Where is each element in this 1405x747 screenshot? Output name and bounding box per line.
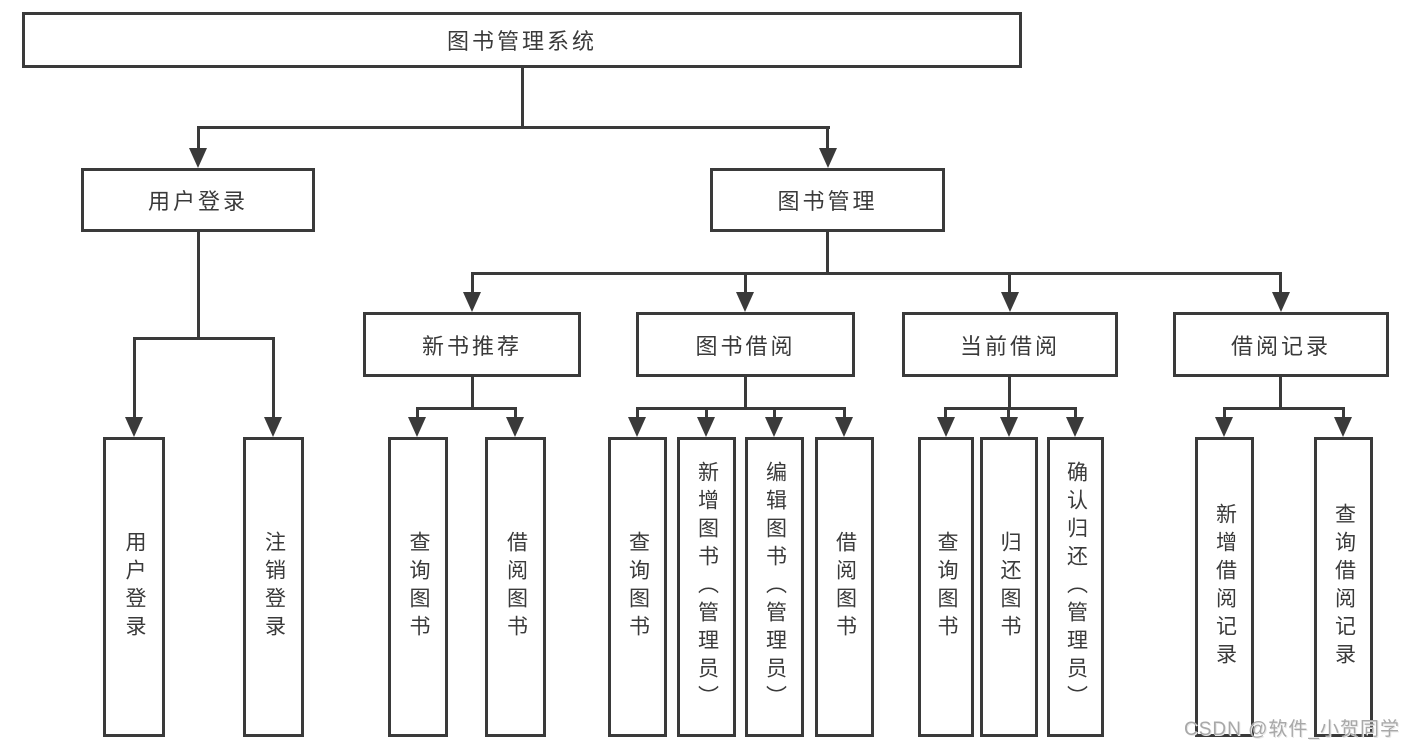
connector-book-mgmt-split <box>471 272 1282 275</box>
connector-stub <box>1342 407 1345 421</box>
arrowhead-leaf <box>506 417 524 437</box>
arrowhead-leaf <box>1215 417 1233 437</box>
connector-to-borrow-records <box>1279 272 1282 296</box>
connector-stub <box>843 407 846 421</box>
node-current-borrowing: 当前借阅 <box>902 312 1118 377</box>
arrowhead-leaf <box>1066 417 1084 437</box>
node-book-borrowing: 图书借阅 <box>636 312 855 377</box>
node-label: 借阅记录 <box>1230 333 1331 359</box>
node-label: 图书借阅 <box>695 333 796 359</box>
leaf-label: 查询借阅记录 <box>1332 503 1356 671</box>
leaf-borrow-books-1: 借阅图书 <box>485 437 546 737</box>
connector-to-current-borrow <box>1008 272 1011 296</box>
arrowhead-user-login <box>189 148 207 168</box>
node-label: 图书管理 <box>777 189 878 214</box>
leaf-label: 注销登录 <box>262 531 286 643</box>
node-user-login: 用户登录 <box>81 168 315 232</box>
arrowhead-borrow-records <box>1272 292 1290 312</box>
connector-borrow-records-split <box>1223 407 1345 410</box>
leaf-label: 新增图书（管理员） <box>695 461 719 713</box>
leaf-label: 查询图书 <box>935 531 958 643</box>
connector-user-login-split <box>133 337 275 340</box>
arrowhead-leaf <box>408 417 426 437</box>
leaf-label: 新增借阅记录 <box>1213 503 1237 671</box>
leaf-label: 编辑图书（管理员） <box>763 461 787 713</box>
connector-stub <box>773 407 776 421</box>
connector-book-borrow-split <box>636 407 846 410</box>
connector-stub <box>1223 407 1226 421</box>
node-library-management-system: 图书管理系统 <box>22 12 1022 68</box>
connector-to-user-login <box>197 126 200 152</box>
arrowhead-leaf <box>765 417 783 437</box>
connector-to-book-borrow <box>744 272 747 296</box>
leaf-user-login: 用户登录 <box>103 437 165 737</box>
arrowhead-leaf <box>1334 417 1352 437</box>
connector-stub <box>514 407 517 421</box>
arrowhead-new-books <box>463 292 481 312</box>
node-book-management: 图书管理 <box>710 168 945 232</box>
leaf-edit-books-admin: 编辑图书（管理员） <box>745 437 804 737</box>
connector-current-borrow-drop <box>1008 377 1011 409</box>
node-borrowing-records: 借阅记录 <box>1173 312 1389 377</box>
arrowhead-leaf <box>835 417 853 437</box>
connector-stub <box>1074 407 1077 421</box>
connector-new-books-split <box>416 407 517 410</box>
connector-root-drop <box>521 66 524 129</box>
node-label: 用户登录 <box>147 189 248 214</box>
leaf-borrow-books-2: 借阅图书 <box>815 437 874 737</box>
arrowhead-leaf <box>628 417 646 437</box>
connector-user-login-drop <box>197 232 200 339</box>
arrowhead-leaf <box>697 417 715 437</box>
arrowhead-leaf <box>1000 417 1018 437</box>
connector-to-logout-leaf <box>272 337 275 421</box>
leaf-label: 借阅图书 <box>504 531 528 643</box>
node-label: 当前借阅 <box>959 333 1060 359</box>
connector-root-split <box>197 126 830 129</box>
connector-new-books-drop <box>471 377 474 409</box>
connector-stub <box>416 407 419 421</box>
connector-to-new-books <box>471 272 474 296</box>
leaf-query-books-3: 查询图书 <box>918 437 974 737</box>
node-label: 新书推荐 <box>421 333 522 359</box>
leaf-return-books: 归还图书 <box>980 437 1038 737</box>
connector-borrow-records-drop <box>1279 377 1282 409</box>
node-new-book-recommend: 新书推荐 <box>363 312 581 377</box>
leaf-query-books-2: 查询图书 <box>608 437 667 737</box>
leaf-label: 查询图书 <box>626 531 650 643</box>
connector-book-mgmt-drop <box>826 232 829 275</box>
connector-stub <box>705 407 708 421</box>
connector-current-borrow-split <box>944 407 1077 410</box>
leaf-add-borrow-record: 新增借阅记录 <box>1195 437 1254 737</box>
leaf-label: 归还图书 <box>998 531 1021 643</box>
leaf-label: 用户登录 <box>123 531 146 643</box>
leaf-add-books-admin: 新增图书（管理员） <box>677 437 736 737</box>
arrowhead-leaf <box>937 417 955 437</box>
connector-to-login-leaf <box>133 337 136 421</box>
leaf-logout: 注销登录 <box>243 437 304 737</box>
leaf-query-books-1: 查询图书 <box>388 437 448 737</box>
arrowhead-logout-leaf <box>264 417 282 437</box>
leaf-query-borrow-record: 查询借阅记录 <box>1314 437 1373 737</box>
csdn-watermark: CSDN @软件_小贺同学 <box>1184 719 1400 740</box>
arrowhead-book-borrow <box>736 292 754 312</box>
connector-stub <box>944 407 947 421</box>
connector-book-borrow-drop <box>744 377 747 409</box>
node-label: 图书管理系统 <box>446 29 597 54</box>
leaf-confirm-return-admin: 确认归还（管理员） <box>1047 437 1104 737</box>
arrowhead-login-leaf <box>125 417 143 437</box>
leaf-label: 确认归还（管理员） <box>1064 461 1088 713</box>
leaf-label: 借阅图书 <box>833 531 857 643</box>
connector-stub <box>636 407 639 421</box>
arrowhead-book-mgmt <box>819 148 837 168</box>
arrowhead-current-borrow <box>1001 292 1019 312</box>
connector-to-book-mgmt <box>826 126 829 152</box>
leaf-label: 查询图书 <box>407 531 430 643</box>
connector-stub <box>1007 407 1010 421</box>
